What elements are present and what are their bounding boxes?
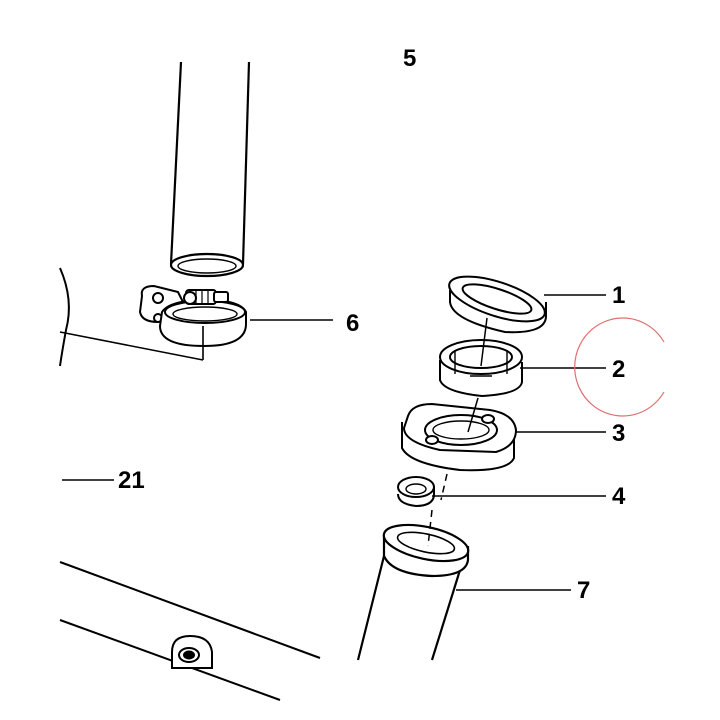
part-7-tube — [356, 523, 470, 661]
callout-6: 6 — [346, 310, 359, 337]
part-4-plug — [397, 476, 435, 508]
callout-2: 2 — [612, 356, 625, 383]
callout-5-partial: 5 — [403, 45, 416, 72]
callout-1: 1 — [612, 282, 625, 309]
callout-4: 4 — [612, 483, 626, 510]
part-1-ring — [448, 275, 547, 334]
leader-lines — [62, 294, 606, 591]
assembly-axis — [427, 317, 488, 547]
callout-3: 3 — [612, 420, 625, 447]
seat-post — [169, 61, 251, 278]
frame-outline — [59, 267, 321, 701]
callout-7: 7 — [577, 577, 590, 604]
frame-fitting — [171, 634, 213, 669]
callout-21: 21 — [118, 467, 145, 494]
seat-clamp — [138, 284, 247, 348]
part-2-bushing — [439, 339, 523, 398]
highlight-circle — [574, 317, 665, 417]
part-3-plate — [401, 402, 518, 472]
